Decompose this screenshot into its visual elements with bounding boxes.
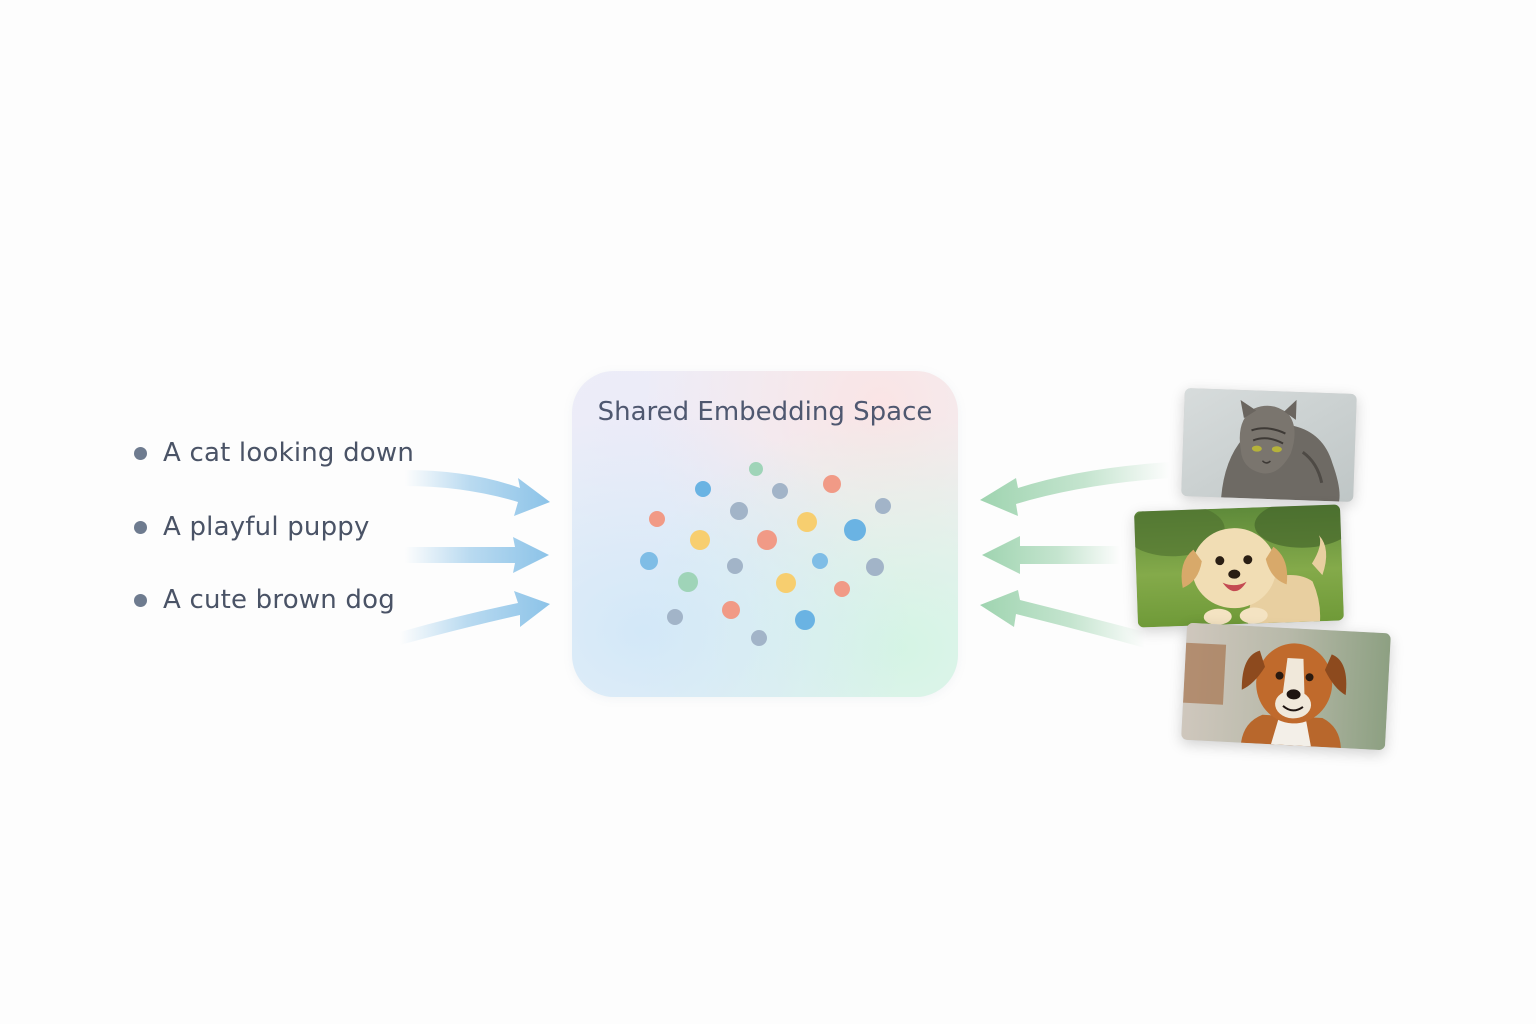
embedding-dot [690, 530, 710, 550]
embedding-dot [823, 475, 841, 493]
embedding-dot [875, 498, 891, 514]
embedding-dots [572, 371, 958, 697]
caption-text: A playful puppy [163, 512, 370, 542]
bullet-dot [134, 447, 147, 460]
embedding-dot [678, 572, 698, 592]
caption-item: A cat looking down [134, 438, 414, 468]
embedding-dot [866, 558, 884, 576]
embedding-dot [649, 511, 665, 527]
caption-item: A cute brown dog [134, 585, 395, 615]
brown-dog-photo [1181, 623, 1391, 751]
embedding-dot [722, 601, 740, 619]
embedding-dot [795, 610, 815, 630]
embedding-dot [776, 573, 796, 593]
caption-text: A cat looking down [163, 438, 414, 468]
embedding-dot [757, 530, 777, 550]
embedding-dot [844, 519, 866, 541]
embedding-dot [751, 630, 767, 646]
embedding-dot [797, 512, 817, 532]
embedding-dot [834, 581, 850, 597]
bullet-dot [134, 594, 147, 607]
puppy-photo [1134, 504, 1344, 627]
embedding-dot [667, 609, 683, 625]
embedding-dot [772, 483, 788, 499]
embedding-dot [640, 552, 658, 570]
embedding-dot [695, 481, 711, 497]
caption-text: A cute brown dog [163, 585, 395, 615]
embedding-dot [730, 502, 748, 520]
embedding-dot [812, 553, 828, 569]
bullet-dot [134, 521, 147, 534]
embedding-dot [749, 462, 763, 476]
embedding-dot [727, 558, 743, 574]
caption-item: A playful puppy [134, 512, 370, 542]
cat-photo [1181, 388, 1357, 502]
